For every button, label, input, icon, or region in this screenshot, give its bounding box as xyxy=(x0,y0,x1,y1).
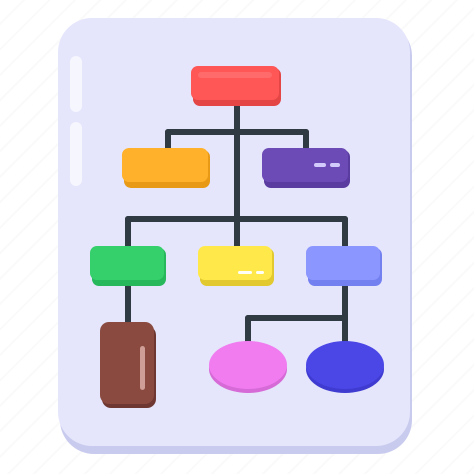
node-root xyxy=(191,66,281,106)
node-lavender xyxy=(306,246,382,286)
node-orange xyxy=(122,148,210,188)
node-purple xyxy=(262,148,350,188)
node-pink-ellipse xyxy=(209,341,287,393)
node-yellow xyxy=(198,246,274,286)
connector-lines xyxy=(125,101,348,351)
node-green xyxy=(90,246,166,286)
node-brown-rect xyxy=(100,322,156,408)
node-blue-ellipse xyxy=(306,341,384,393)
